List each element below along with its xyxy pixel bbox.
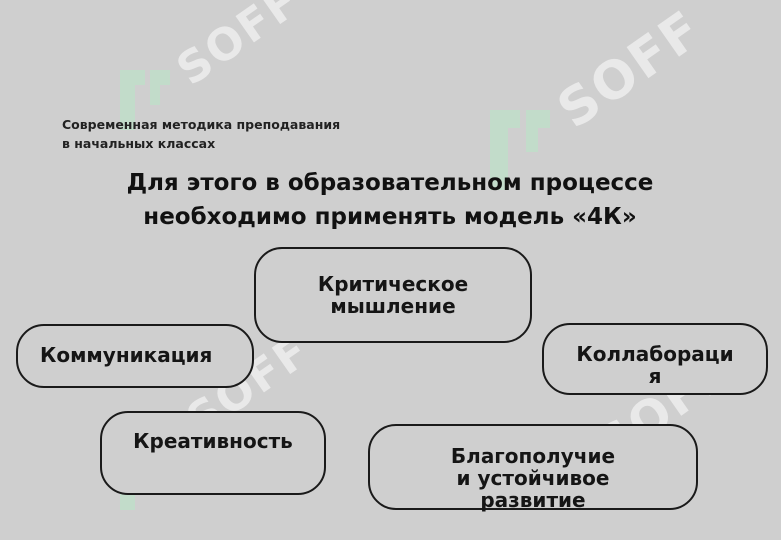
heading-line: необходимо применять модель «4К» (143, 204, 637, 230)
heading-line: Для этого в образовательном процессе (126, 170, 654, 196)
subtitle-line: в начальных классах (62, 136, 216, 151)
bubble-communication: Коммуникация (16, 324, 254, 388)
subtitle-line: Современная методика преподавания (62, 117, 341, 132)
bubble-critical-thinking: Критическое мышление (254, 247, 532, 343)
bubble-label-line: и устойчивое (456, 466, 610, 490)
bubble-label-line: я (648, 364, 662, 388)
slide-heading: Для этого в образовательном процессе нео… (80, 166, 700, 234)
watermark-text: SOFF (167, 0, 310, 96)
bubble-label: Критическое мышление (318, 273, 468, 317)
presentation-subtitle: Современная методика преподавания в нача… (62, 115, 382, 153)
bubble-label-line: Коллабораци (576, 342, 734, 366)
bubble-label-line: Благополучие (450, 444, 616, 468)
bubble-label-line: мышление (330, 294, 456, 318)
bubble-label: Коммуникация (40, 344, 212, 366)
bubble-label-line: Коммуникация (40, 343, 213, 367)
bubble-label: Креативность (133, 430, 293, 452)
bubble-label: Коллабораци я (576, 343, 733, 387)
bubble-label-line: развитие (480, 488, 586, 512)
bubble-collaboration: Коллабораци я (542, 323, 768, 395)
bubble-wellbeing: Благополучие и устойчивое развитие (368, 424, 698, 511)
bubble-creativity: Креативность (100, 411, 326, 495)
bubble-label-line: Креативность (133, 429, 293, 453)
bubble-label: Благополучие и устойчивое развитие (451, 445, 615, 511)
bubble-label-line: Критическое (317, 272, 469, 296)
watermark-text: SOFF (547, 0, 714, 141)
